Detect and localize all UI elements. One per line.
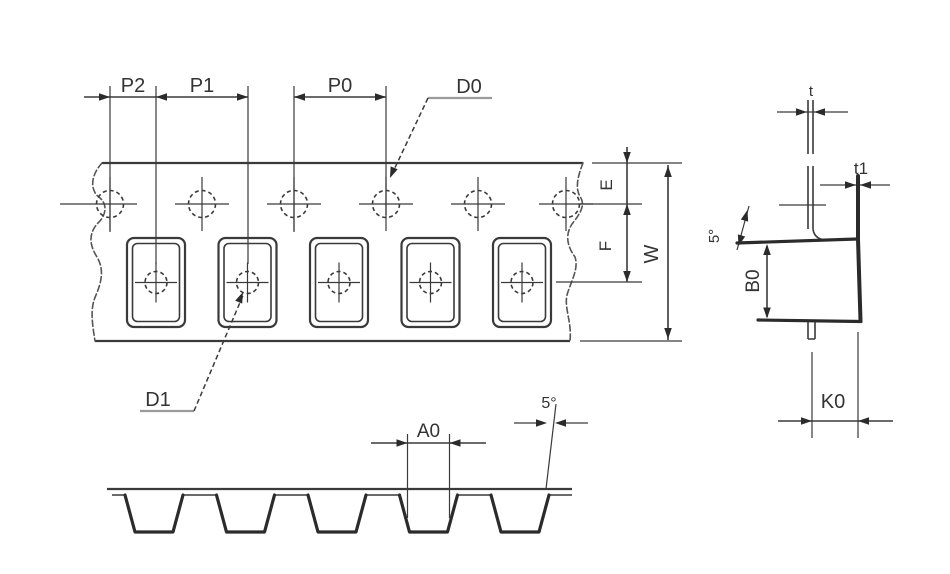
component-pocket	[308, 236, 370, 329]
arrowhead	[763, 307, 771, 319]
extension-lines	[556, 162, 682, 342]
arrowhead	[386, 166, 398, 180]
arrowhead	[449, 439, 461, 447]
width-dimensions: E F W	[556, 147, 682, 342]
arrowhead	[664, 328, 672, 339]
dim-label-t: t	[809, 83, 814, 100]
arrowhead	[796, 108, 807, 116]
a0-dimension: A0	[371, 421, 486, 518]
b0-dimension: B0	[743, 244, 771, 319]
pocket-profile	[397, 493, 460, 534]
pocket-bottom-surface	[756, 318, 863, 324]
pitch-dimensions: P2 P1 P0	[84, 75, 387, 264]
arrowhead	[623, 204, 631, 215]
draft-angle-dimension: 5°	[514, 395, 588, 490]
tape-cross-section	[807, 100, 814, 229]
break-line-left	[90, 162, 106, 342]
arrowhead	[814, 108, 825, 116]
arrowhead	[801, 417, 812, 425]
d1-callout: D1	[140, 290, 247, 413]
arrowhead	[623, 152, 631, 163]
dim-label-d0: D0	[456, 76, 482, 98]
arrowhead	[375, 93, 386, 101]
arrowhead	[858, 417, 869, 425]
cover-tape-and-pocket-wall	[856, 174, 863, 323]
arrowhead	[237, 93, 248, 101]
component-pocket	[400, 236, 461, 329]
extension-lines	[109, 86, 387, 264]
arrowhead	[294, 93, 305, 101]
pocket-top-surface	[735, 237, 859, 245]
arrowhead	[623, 271, 631, 282]
pocket-profile	[123, 493, 185, 534]
sprocket-hole	[174, 176, 230, 232]
component-pocket	[491, 236, 553, 329]
arrowhead	[763, 244, 771, 255]
arrowhead	[664, 166, 672, 177]
dim-label-p0: P0	[328, 75, 352, 97]
pocket-profile	[214, 493, 277, 534]
dim-label-t1: t1	[854, 159, 868, 178]
angle-witness-line	[545, 403, 557, 490]
arrowhead	[740, 208, 752, 222]
arrowhead	[235, 290, 247, 304]
arrowhead	[845, 181, 856, 189]
k0-dimension: K0	[778, 332, 893, 438]
t-dimension: t	[777, 83, 848, 116]
arrowhead	[536, 419, 547, 427]
extension-lines	[811, 332, 859, 438]
arrowhead	[860, 181, 871, 189]
tape-to-pocket-transition	[812, 228, 825, 241]
extension-lines	[406, 434, 451, 518]
angle-label: 5°	[541, 395, 556, 412]
angle-label: 5°	[706, 229, 723, 243]
dim-label-d1: D1	[145, 389, 171, 411]
arrowhead	[396, 439, 408, 447]
dim-label-f: F	[596, 241, 615, 251]
dim-label-e: E	[597, 179, 616, 190]
d0-callout: D0	[386, 76, 492, 180]
side-draft-angle-dimension: 5°	[706, 205, 752, 251]
arrowhead	[156, 93, 167, 101]
dim-label-k0: K0	[821, 391, 845, 413]
leader-line	[391, 97, 429, 175]
arrowhead	[99, 93, 110, 101]
dim-label-p2: P2	[121, 75, 145, 97]
dim-label-w: W	[641, 244, 663, 263]
pocket-profile	[306, 493, 368, 534]
dim-label-b0: B0	[743, 269, 764, 292]
sprocket-hole	[450, 176, 506, 232]
dim-label-a0: A0	[417, 421, 440, 442]
t1-dimension: t1	[820, 159, 890, 189]
break-line-right	[565, 162, 584, 342]
arrowhead	[555, 419, 566, 427]
tape-profile-view: A0 5°	[107, 395, 588, 534]
arrowhead	[734, 234, 746, 248]
dim-label-p1: P1	[190, 75, 214, 97]
leader-line	[193, 292, 245, 412]
tape-top-view: P2 P1 P0 D0 D1 E F	[60, 75, 682, 413]
tape-section-view: t t1 B0 5° K0	[706, 83, 893, 438]
pocket-profile	[489, 493, 551, 534]
dimension-lines	[626, 147, 669, 340]
pocket-bottom-tab	[807, 322, 816, 340]
